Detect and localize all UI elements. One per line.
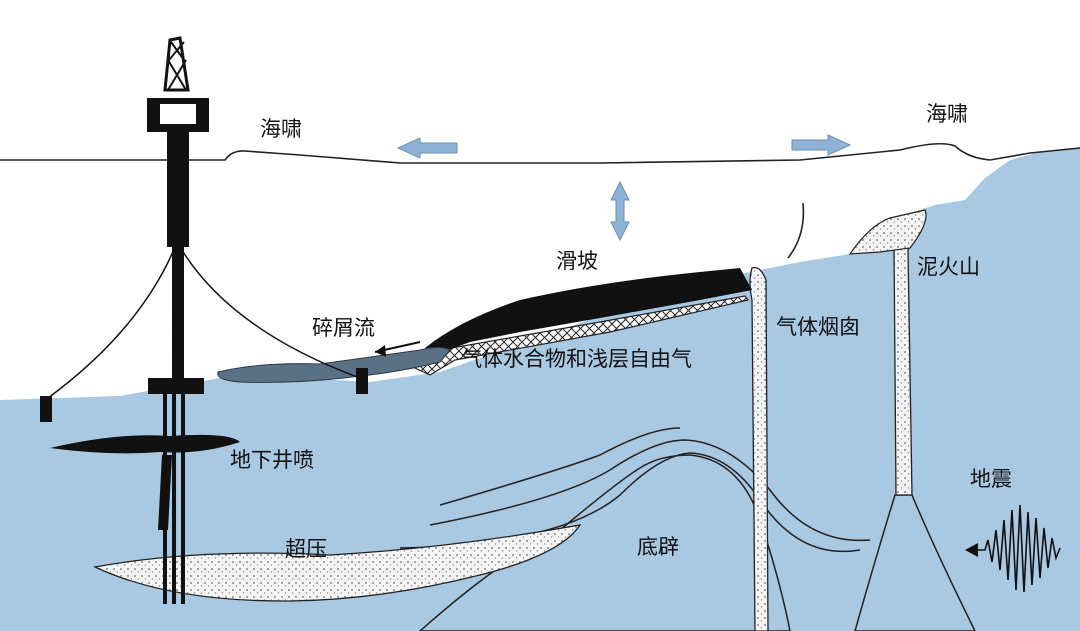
seafloor-scarp [788, 203, 803, 258]
tsunami-label-right: 海啸 [926, 104, 968, 125]
gas-chimney-label: 气体烟囱 [776, 317, 860, 338]
tsunami-arrow-right [792, 135, 850, 155]
debris-flow-label: 碎屑流 [312, 318, 375, 339]
mud-volcano-label: 泥火山 [917, 257, 980, 278]
tsunami-label-left: 海啸 [260, 119, 302, 140]
overpressure-label: 超压 [285, 539, 327, 560]
blowout-label: 地下井喷 [230, 450, 314, 471]
vertical-arrow [611, 182, 629, 240]
landslide-label: 滑坡 [556, 251, 598, 272]
earthquake-label: 地震 [970, 469, 1012, 490]
tsunami-arrow-left [398, 138, 457, 158]
gas-hydrate-label: 气体水合物和浅层自由气 [461, 349, 692, 370]
sea-surface [0, 144, 1080, 163]
diapir-label: 底辟 [637, 537, 679, 558]
